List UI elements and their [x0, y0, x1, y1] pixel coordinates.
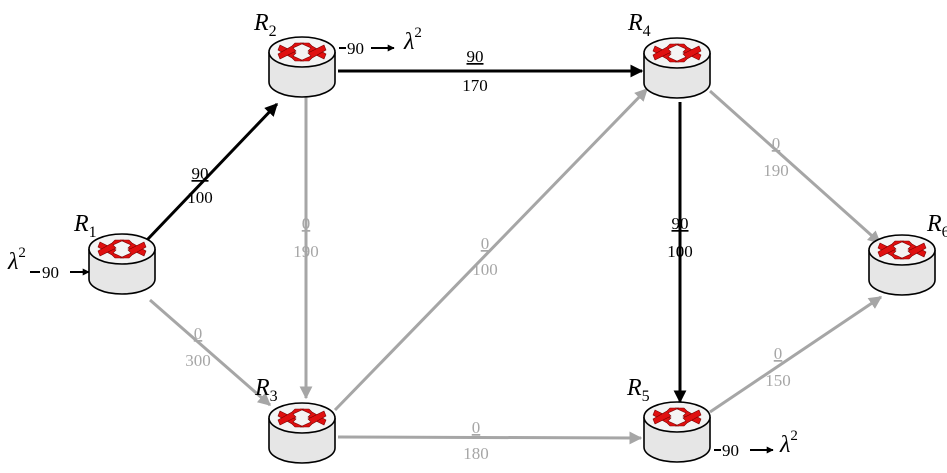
link-r3-r4-flow: 0 — [481, 234, 490, 253]
link-r4-r5-flow: 90 — [672, 214, 689, 233]
link-r4-r6-flow: 0 — [772, 134, 781, 153]
link-r3-r5-flow: 0 — [472, 418, 481, 437]
link-r3-r4 — [333, 87, 649, 412]
ext-in-r1-value: 90 — [42, 263, 59, 282]
router-r6-label: R6 — [926, 211, 947, 241]
router-r5-label: R5 — [626, 375, 650, 405]
router-r4-icon — [643, 37, 711, 99]
link-r1-r3-label: 0 300 — [185, 324, 211, 370]
link-r3-r5 — [337, 431, 643, 445]
router-r6-icon — [868, 234, 936, 296]
router-r4-label: R4 — [627, 10, 651, 40]
link-r2-r3-capacity: 190 — [293, 242, 319, 261]
ext-out-r5-lambda: λ2 — [779, 428, 798, 458]
link-r4-r6-capacity: 190 — [763, 161, 789, 180]
link-r2-r3-label: 0 190 — [293, 214, 319, 261]
link-r2-r4-label: 90 170 — [462, 47, 488, 95]
link-r5-r6-label: 0 150 — [765, 344, 791, 390]
link-r2-r3-flow: 0 — [302, 214, 311, 233]
link-r4-r5-label: 90 100 — [667, 214, 693, 261]
link-r1-r2-flow: 90 — [192, 164, 209, 183]
router-r5-icon — [643, 401, 711, 463]
link-r1-r2-capacity: 100 — [187, 188, 213, 207]
link-r1-r3 — [149, 298, 271, 407]
router-r2-label: R2 — [253, 10, 277, 40]
link-r1-r2 — [145, 102, 279, 242]
link-r4-r6 — [709, 89, 881, 245]
link-r5-r6-capacity: 150 — [765, 371, 791, 390]
ext-out-r5-value: 90 — [722, 441, 739, 460]
link-r4-r6-label: 0 190 — [763, 134, 789, 180]
link-r3-r4-label: 0 100 — [472, 234, 498, 279]
ext-in-r1-lambda: λ2 — [7, 245, 26, 275]
router-r1-label: R1 — [73, 211, 97, 241]
link-r1-r3-flow: 0 — [194, 324, 203, 343]
link-r1-r3-capacity: 300 — [185, 351, 211, 370]
link-r2-r4-flow: 90 — [467, 47, 484, 66]
router-r1-icon — [88, 233, 156, 295]
link-r4-r5-capacity: 100 — [667, 242, 693, 261]
link-r5-r6-flow: 0 — [774, 344, 783, 363]
router-r2-icon — [268, 36, 336, 98]
link-r3-r5-label: 0 180 — [463, 418, 489, 463]
link-r3-r5-capacity: 180 — [463, 444, 489, 463]
link-r5-r6 — [709, 295, 883, 414]
router-r3-label: R3 — [254, 375, 278, 405]
link-r3-r4-capacity: 100 — [472, 260, 498, 279]
ext-out-r2-lambda: λ2 — [403, 25, 422, 55]
router-r3-icon — [268, 402, 336, 464]
ext-out-r2-value: 90 — [347, 39, 364, 58]
link-r2-r4-capacity: 170 — [462, 76, 488, 95]
link-r1-r2-label: 90 100 — [187, 164, 213, 207]
